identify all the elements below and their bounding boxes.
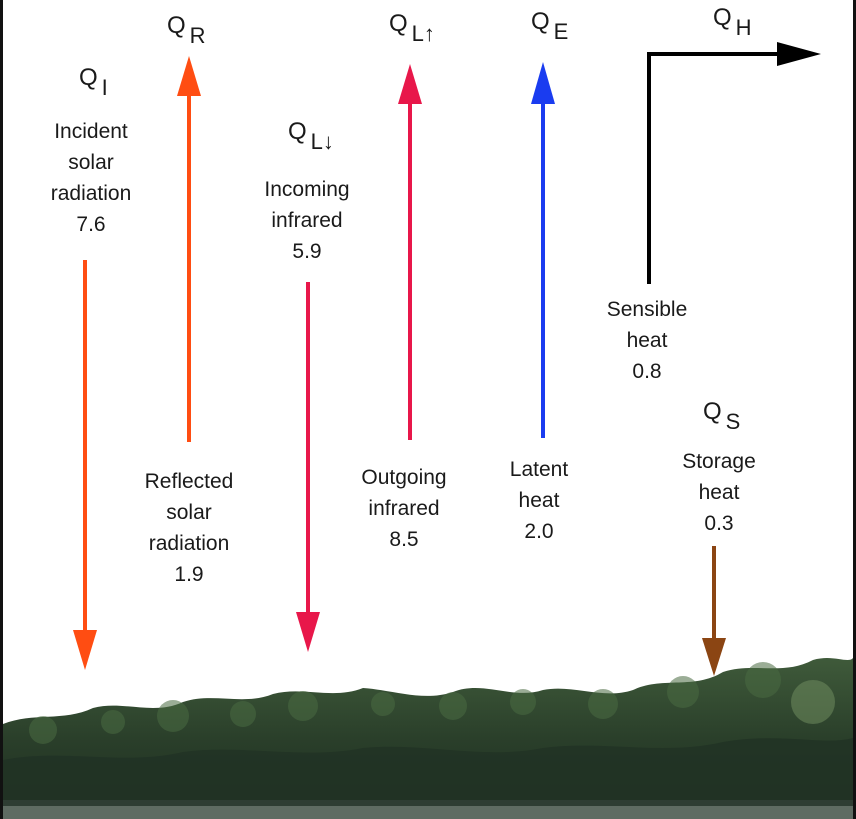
sensible-heat-label: Sensible heat 0.8	[607, 294, 688, 387]
incoming-infrared-arrow	[296, 282, 320, 652]
latent-heat-arrow	[531, 62, 555, 438]
reflected-solar-arrow	[177, 56, 201, 442]
incoming-infrared-label: Incoming infrared 5.9	[264, 174, 349, 267]
outgoing-infrared-value: 8.5	[389, 528, 419, 551]
incident-solar-arrow	[73, 260, 97, 670]
storage-heat-value: 0.3	[704, 512, 734, 535]
incoming-infrared-value: 5.9	[292, 240, 322, 263]
latent-heat-value: 2.0	[524, 520, 554, 543]
flux-arrows	[73, 42, 821, 676]
sensible-heat-value: 0.8	[632, 360, 662, 383]
reflected-solar-label: Reflected solar radiation 1.9	[145, 466, 234, 590]
latent-heat-label: Latent heat 2.0	[510, 454, 568, 547]
incident-solar-value: 7.6	[76, 213, 106, 236]
storage-heat-label: Storage heat 0.3	[682, 446, 756, 539]
outgoing-infrared-arrow	[398, 64, 422, 440]
reflected-solar-value: 1.9	[174, 563, 204, 586]
sensible-heat-arrow	[647, 42, 821, 284]
incident-solar-label: Incident solar radiation 7.6	[51, 116, 132, 240]
outgoing-infrared-label: Outgoing infrared 8.5	[361, 462, 446, 555]
storage-heat-arrow	[702, 546, 726, 676]
forest-canopy-image	[3, 658, 853, 819]
